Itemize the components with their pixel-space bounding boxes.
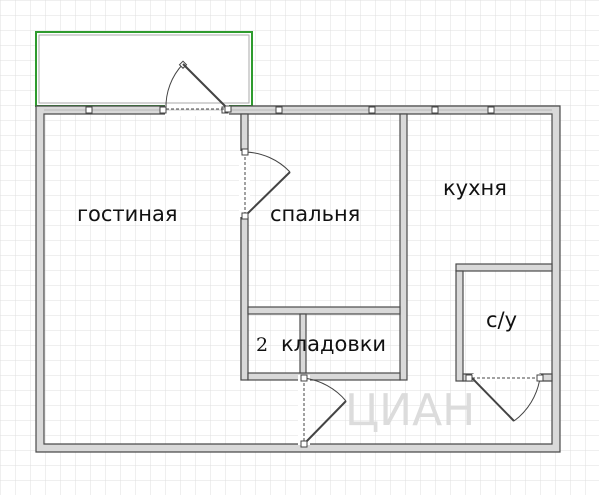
storage-label: кладовки <box>281 332 386 356</box>
balcony-door <box>165 60 232 113</box>
bedroom-door <box>241 148 291 220</box>
kitchen-label: кухня <box>443 176 507 200</box>
living-room-label: гостиная <box>77 202 178 226</box>
watermark-text: ЦИАН <box>345 385 475 436</box>
windows <box>44 106 552 114</box>
hall-door <box>300 374 347 448</box>
bathroom-door <box>465 374 544 422</box>
interior-walls <box>240 113 553 382</box>
balcony <box>35 31 253 107</box>
storage-count-label: 2 <box>256 334 268 356</box>
exterior-wall <box>35 105 561 453</box>
bathroom-label: с/у <box>486 308 517 332</box>
bedroom-label: спальня <box>270 202 360 226</box>
